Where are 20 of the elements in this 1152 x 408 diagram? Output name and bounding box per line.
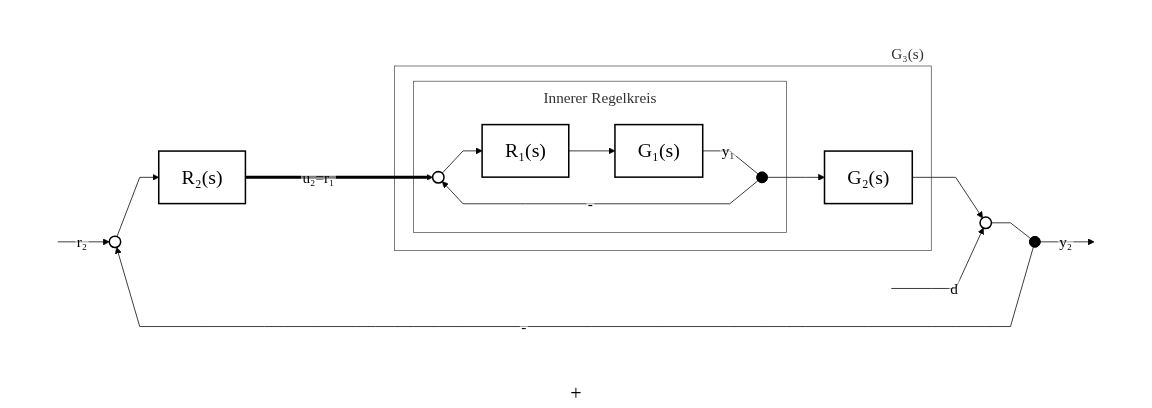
edge-label: u₂=r₁ [302, 168, 335, 186]
connector [991, 222, 1032, 239]
node-circle [979, 216, 993, 229]
sign-label: + [570, 381, 582, 405]
node-circle [431, 170, 445, 184]
edge-label: r₂ [76, 232, 88, 250]
edge-label: - [521, 317, 527, 335]
node-box: R₁(s) [481, 123, 570, 178]
node-label: G₃(s) [891, 44, 924, 62]
connector [702, 150, 759, 175]
edge-label: y₂ [1059, 232, 1073, 250]
edge-label: - [587, 194, 593, 212]
cluster [394, 65, 932, 251]
node-box: G₂(s) [823, 150, 914, 205]
edge-label: y₁ [721, 141, 735, 159]
arrow [245, 173, 433, 181]
node-box: G₁(s) [614, 123, 704, 178]
node-box: R₂(s) [158, 150, 247, 205]
edge-label: d [950, 279, 958, 297]
node-circle [108, 235, 122, 249]
